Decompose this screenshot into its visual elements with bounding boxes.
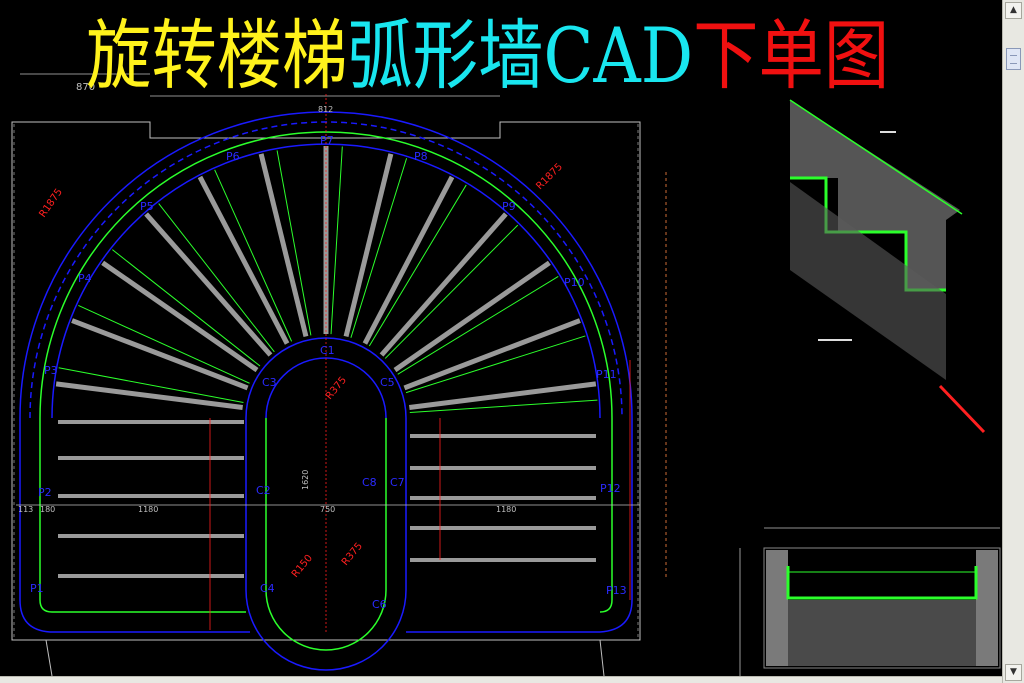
dim-180: 180	[40, 505, 55, 514]
label-c7: C7	[390, 476, 405, 489]
dim-750: 750	[320, 505, 335, 514]
dim-top-812: 812	[318, 105, 333, 114]
scroll-down-button[interactable]: ▼	[1005, 664, 1022, 681]
radial-tread	[258, 153, 309, 338]
tread-nosing-line	[330, 146, 343, 335]
radial-tread	[144, 212, 273, 357]
label-p6: P6	[226, 150, 240, 163]
scroll-thumb[interactable]	[1006, 48, 1021, 70]
scroll-up-button[interactable]: ▲	[1005, 2, 1022, 19]
dim-r1875-left: R1875	[37, 187, 65, 220]
radial-tread	[409, 381, 597, 410]
label-c5: C5	[380, 376, 395, 389]
tread-nosing-line	[368, 184, 467, 347]
label-c6: C6	[372, 598, 387, 611]
panel-labels: P1 P2 P3 P4 P5 P6 P7 P8 P9 P10 P11 P12 P…	[30, 134, 627, 611]
section-detail-bottom	[739, 527, 1001, 676]
label-p11: P11	[596, 368, 617, 381]
radial-tread	[55, 381, 243, 410]
label-p13: P13	[606, 584, 627, 597]
straight-treads-right	[410, 434, 596, 562]
vertical-scrollbar[interactable]: ▲ ▼	[1002, 0, 1024, 683]
dim-top-870: 870	[76, 82, 95, 93]
dimension-lines	[16, 73, 667, 632]
radial-tread	[403, 318, 581, 391]
section-detail-top	[789, 99, 986, 434]
stair-tread-nosing	[58, 146, 598, 413]
tread-nosing-line	[78, 305, 250, 384]
label-p8: P8	[414, 150, 428, 163]
title-segment-1: 旋转楼梯	[86, 11, 348, 100]
label-c1: C1	[320, 344, 335, 357]
tread-nosing-line	[350, 158, 408, 338]
label-p4: P4	[78, 272, 92, 285]
radial-tread	[101, 260, 259, 373]
dim-113: 113	[18, 505, 33, 514]
building-outline	[11, 121, 641, 676]
label-p3: P3	[44, 364, 58, 377]
radial-tread	[379, 212, 508, 357]
spiral-stair-plan-drawing: 870 812 R1875 R1875 R375 R150 R375 1180 …	[11, 73, 1001, 676]
label-c3: C3	[262, 376, 277, 389]
dim-r150: R150	[290, 553, 315, 580]
tread-nosing-line	[158, 203, 275, 353]
label-c4: C4	[260, 582, 275, 595]
label-p2: P2	[38, 486, 52, 499]
radial-tread	[343, 153, 394, 338]
label-p9: P9	[502, 200, 516, 213]
tread-nosing-line	[112, 249, 261, 367]
label-c8: C8	[362, 476, 377, 489]
tread-nosing-line	[384, 224, 519, 359]
radial-tread	[197, 175, 290, 345]
label-p12: P12	[600, 482, 621, 495]
tread-nosing-line	[397, 276, 559, 375]
stair-treads	[55, 146, 597, 410]
straight-treads-left	[58, 420, 244, 578]
label-p10: P10	[564, 276, 585, 289]
radial-tread	[393, 260, 551, 373]
dim-r375: R375	[324, 375, 349, 402]
radial-tread	[71, 318, 249, 391]
label-c2: C2	[256, 484, 271, 497]
tread-nosing-line	[214, 169, 293, 342]
title-segment-3: 下单图	[693, 11, 890, 100]
dim-1180-left: 1180	[138, 505, 158, 514]
tread-nosing-line	[276, 150, 312, 336]
label-p7: P7	[320, 134, 334, 147]
drawing-title-banner: 旋转楼梯弧形墙CAD下单图	[86, 2, 889, 110]
label-p1: P1	[30, 582, 44, 595]
title-segment-2: 弧形墙CAD	[347, 11, 694, 100]
horizontal-scrollbar[interactable]	[0, 676, 1002, 683]
tread-nosing-line	[58, 367, 244, 403]
dim-r375-low: R375	[340, 541, 365, 568]
tread-nosing-line	[409, 399, 598, 413]
dim-1620: 1620	[301, 470, 310, 490]
side-straight-walls	[19, 418, 633, 633]
tread-nosing-line	[405, 335, 586, 394]
radial-tread	[362, 175, 455, 345]
dim-1180-right: 1180	[496, 505, 516, 514]
cad-drawing-canvas[interactable]: 870 812 R1875 R1875 R375 R150 R375 1180 …	[0, 0, 1002, 676]
dim-r1875-right: R1875	[534, 161, 565, 192]
label-p5: P5	[140, 200, 154, 213]
